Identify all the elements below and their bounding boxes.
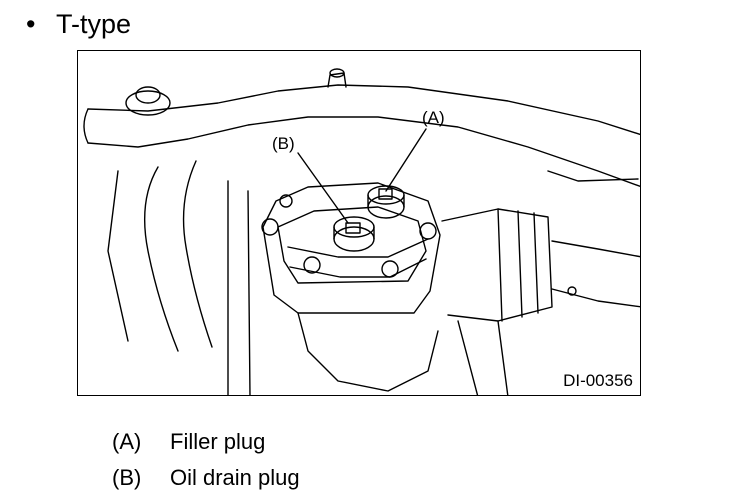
top-stud [327, 72, 347, 88]
housing-bolt [381, 260, 399, 278]
housing-bolt [261, 218, 279, 236]
callout-b: (B) [272, 134, 295, 153]
frame-upper-line [87, 84, 640, 136]
legend-label: Oil drain plug [170, 465, 300, 490]
housing-outline [262, 182, 441, 314]
legend-item-a: (A) Filler plug [112, 424, 300, 460]
left-pipe-inner [182, 160, 213, 348]
diagram-figure: (A) (B) DI-00356 [77, 50, 641, 396]
leader-a [385, 128, 427, 192]
legend-item-b: (B) Oil drain plug [112, 460, 300, 496]
heading-text: T-type [56, 9, 132, 39]
figure-code: DI-00356 [562, 371, 634, 391]
frame-lower-line [87, 116, 640, 188]
legend: (A) Filler plug (B) Oil drain plug [112, 424, 300, 496]
leader-b [297, 152, 349, 224]
legend-label: Filler plug [170, 429, 266, 454]
housing-bolt [419, 222, 437, 240]
left-boss [125, 90, 171, 116]
bracket-hole [567, 286, 577, 296]
housing-bolt [279, 194, 293, 208]
legend-key: (B) [112, 465, 142, 490]
oil-drain-plug [333, 226, 375, 252]
differential-illustration: (A) (B) [83, 68, 640, 395]
section-heading: • T-type [26, 6, 131, 42]
left-pipe-outer [144, 166, 179, 352]
bullet: • [26, 9, 36, 39]
axle-boot [441, 208, 553, 322]
housing-bolt [303, 256, 321, 274]
legend-key: (A) [112, 429, 142, 454]
frame-left-end [83, 108, 89, 144]
callout-a: (A) [422, 108, 445, 127]
housing-flange [287, 238, 429, 258]
